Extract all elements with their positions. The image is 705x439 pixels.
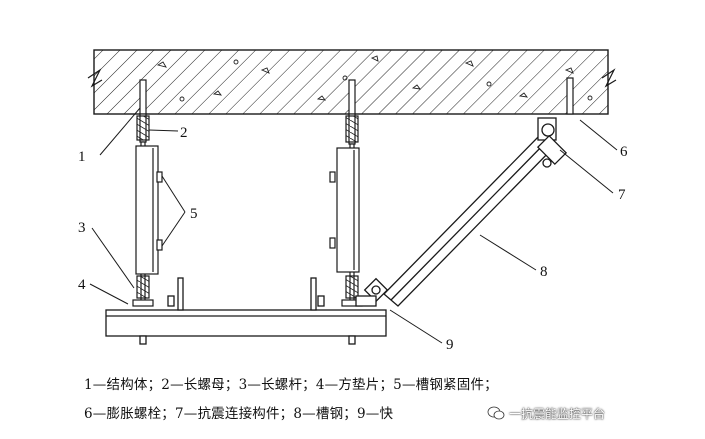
middle-hanger	[329, 113, 363, 307]
diagonal-brace	[355, 117, 568, 307]
legend-line-1: 1—结构体；2—长螺母；3—长螺杆；4—方垫片；5—槽钢紧固件；	[84, 377, 498, 393]
watermark: 一抗震能监控平台	[487, 402, 637, 424]
left-hanger	[132, 113, 163, 307]
callout-2: 2	[180, 125, 188, 141]
callout-5: 5	[190, 206, 198, 222]
base-channel	[105, 277, 387, 345]
callout-3: 3	[78, 220, 86, 236]
callout-4: 4	[78, 277, 86, 293]
wechat-icon	[487, 406, 505, 420]
callout-9: 9	[446, 337, 454, 353]
structural-slab	[87, 49, 617, 115]
legend-line-2: 6—膨胀螺栓；7—抗震连接构件；8—槽钢；9—快	[84, 406, 394, 422]
callout-1: 1	[78, 149, 86, 165]
callout-8: 8	[540, 264, 548, 280]
watermark-text: 一抗震能监控平台	[509, 406, 606, 421]
callout-6: 6	[620, 144, 628, 160]
leader-lines	[89, 107, 618, 344]
callout-7: 7	[618, 187, 626, 203]
